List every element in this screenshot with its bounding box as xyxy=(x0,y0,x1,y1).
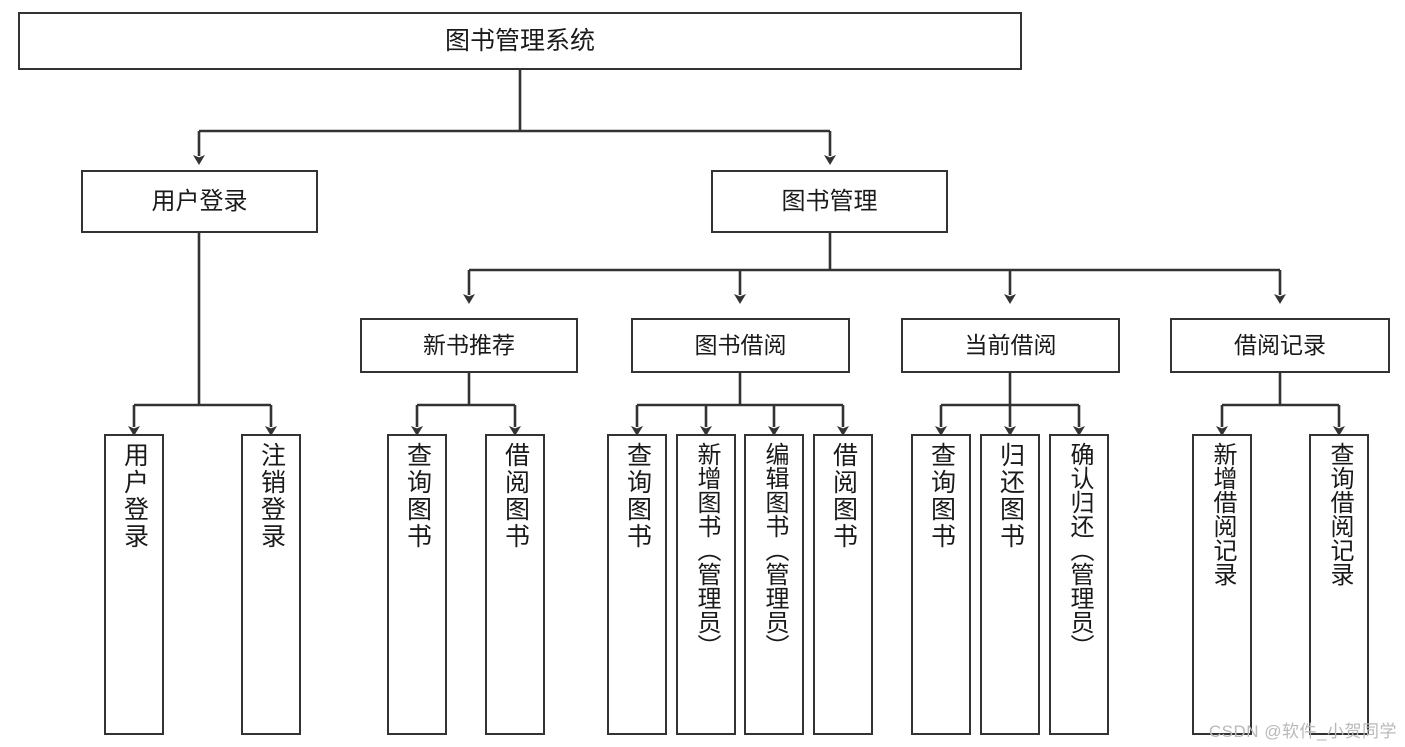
leaf-new-book-query-book[interactable]: 查询图书 xyxy=(387,434,447,735)
node-label: 查询图书 xyxy=(623,442,652,550)
leaf-book-borrow-edit-book-admin[interactable]: 编辑图书（管理员） xyxy=(744,434,804,735)
node-label: 图书管理 xyxy=(781,187,878,215)
node-label: 用户登录 xyxy=(120,442,149,550)
leaf-book-borrow-borrow-book[interactable]: 借阅图书 xyxy=(813,434,873,735)
node-current-borrow[interactable]: 当前借阅 xyxy=(901,318,1120,373)
node-borrow-record[interactable]: 借阅记录 xyxy=(1170,318,1390,373)
leaf-book-borrow-query-book[interactable]: 查询图书 xyxy=(607,434,667,735)
leaf-current-borrow-return-book[interactable]: 归还图书 xyxy=(980,434,1040,735)
node-label: 查询图书 xyxy=(927,442,956,550)
node-label: 归还图书 xyxy=(996,442,1025,550)
node-label: 查询图书 xyxy=(403,442,432,550)
node-label: 新书推荐 xyxy=(423,332,515,359)
leaf-book-borrow-add-book-admin[interactable]: 新增图书（管理员） xyxy=(676,434,736,735)
node-label: 借阅记录 xyxy=(1234,332,1326,359)
leaf-user-login-login[interactable]: 用户登录 xyxy=(104,434,164,735)
node-book-borrow[interactable]: 图书借阅 xyxy=(631,318,850,373)
leaf-new-book-borrow-book[interactable]: 借阅图书 xyxy=(485,434,545,735)
node-book-management[interactable]: 图书管理 xyxy=(711,170,948,233)
node-label: 当前借阅 xyxy=(964,332,1057,359)
node-label: 图书借阅 xyxy=(694,332,787,359)
node-label: 用户登录 xyxy=(151,187,248,215)
node-label: 查询借阅记录 xyxy=(1326,442,1353,586)
node-label: 新增图书（管理员） xyxy=(693,442,720,658)
node-new-book-recommend[interactable]: 新书推荐 xyxy=(360,318,578,373)
csdn-watermark: CSDN @软件_小贺同学 xyxy=(1208,722,1397,741)
node-label: 注销登录 xyxy=(257,442,286,550)
node-label: 图书管理系统 xyxy=(444,26,595,55)
node-label: 确认归还（管理员） xyxy=(1066,442,1093,658)
leaf-current-borrow-query-book[interactable]: 查询图书 xyxy=(911,434,971,735)
leaf-borrow-record-query-record[interactable]: 查询借阅记录 xyxy=(1309,434,1369,735)
node-label: 借阅图书 xyxy=(501,442,530,550)
node-label: 编辑图书（管理员） xyxy=(761,442,788,658)
node-user-login[interactable]: 用户登录 xyxy=(81,170,318,233)
node-label: 借阅图书 xyxy=(829,442,858,550)
leaf-borrow-record-add-record[interactable]: 新增借阅记录 xyxy=(1192,434,1252,735)
leaf-user-login-logout[interactable]: 注销登录 xyxy=(241,434,301,735)
node-label: 新增借阅记录 xyxy=(1209,442,1236,586)
leaf-current-borrow-confirm-return-admin[interactable]: 确认归还（管理员） xyxy=(1049,434,1109,735)
node-root-book-management-system[interactable]: 图书管理系统 xyxy=(18,12,1022,70)
